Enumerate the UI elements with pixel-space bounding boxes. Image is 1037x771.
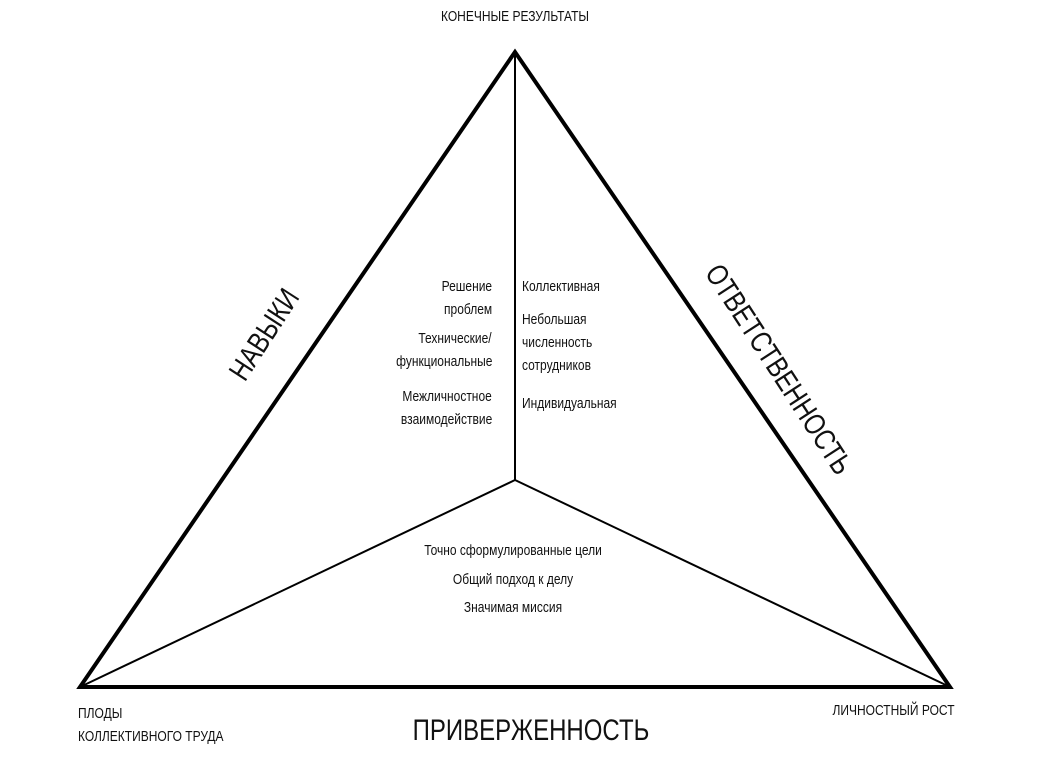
responsibility-item: Небольшая	[522, 311, 587, 328]
skills-item: взаимодействие	[400, 411, 492, 428]
responsibility-item: Индивидуальная	[522, 395, 617, 412]
commitment-item: Точно сформулированные цели	[424, 542, 602, 559]
inner-line-left	[79, 479, 516, 688]
bottom-left-label-line1: ПЛОДЫ	[78, 705, 123, 722]
bottom-side-label: ПРИВЕРЖЕННОСТЬ	[412, 714, 650, 747]
inner-line-right	[514, 479, 951, 688]
skills-item: Технические/	[418, 330, 492, 347]
skills-item: проблем	[443, 301, 492, 318]
apex-label: КОНЕЧНЫЕ РЕЗУЛЬТАТЫ	[440, 8, 590, 25]
responsibility-item: Коллективная	[522, 278, 600, 295]
skills-item: Межличностное	[402, 388, 492, 405]
bottom-right-label: ЛИЧНОСТНЫЙ РОСТ	[832, 702, 955, 719]
bottom-left-label-line2: КОЛЛЕКТИВНОГО ТРУДА	[78, 728, 224, 745]
responsibility-item: сотрудников	[522, 357, 591, 374]
outer-triangle	[76, 48, 954, 689]
skills-item: функциональные	[395, 353, 492, 370]
commitment-item: Значимая миссия	[463, 599, 563, 616]
skills-item: Решение	[441, 278, 492, 295]
responsibility-item: численность	[522, 334, 593, 351]
commitment-item: Общий подход к делу	[452, 571, 574, 588]
